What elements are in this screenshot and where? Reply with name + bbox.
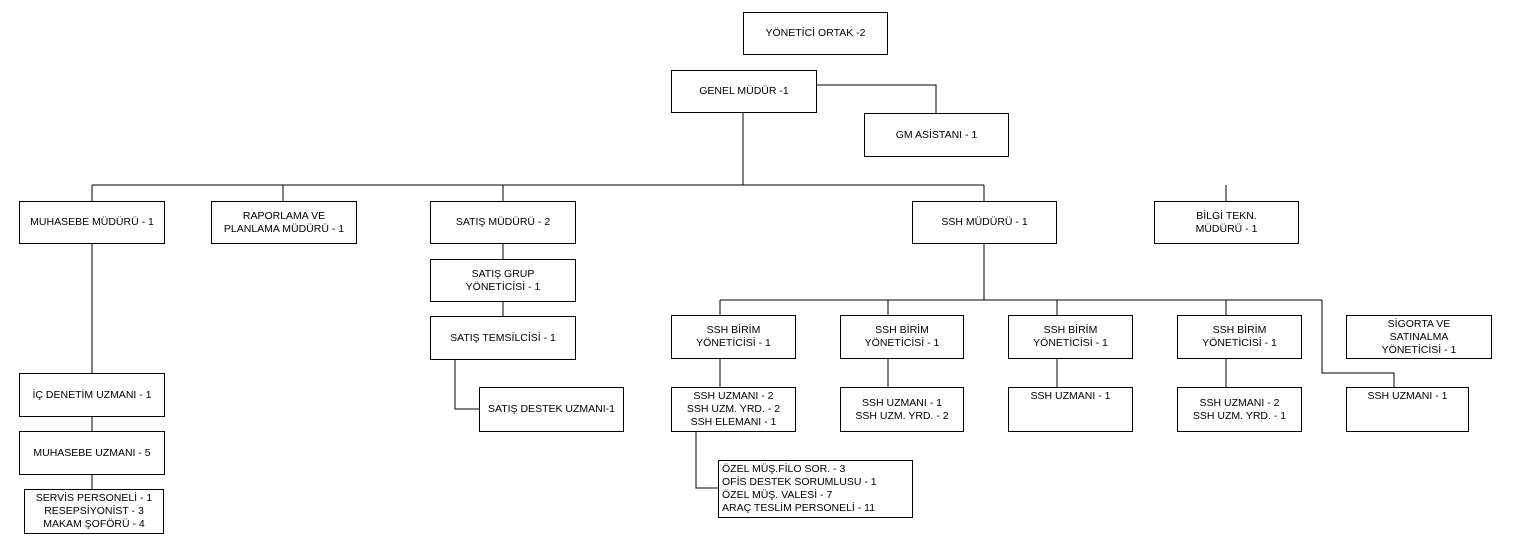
node-line: İÇ DENETİM UZMANI - 1 [32, 388, 152, 401]
node-ssh-uzmani: SSH UZMANI - 1 [1346, 387, 1469, 432]
node-line: MUHASEBE MÜDÜRÜ - 1 [30, 216, 154, 228]
node-ssh-uzmani: SSH UZMANI - 2 SSH UZM. YRD. - 2 SSH ELE… [671, 387, 796, 432]
node-line: SSH UZMANI - 2 [1199, 396, 1280, 409]
node-ozel-musteri: ÖZEL MÜŞ.FİLO SOR. - 3 OFİS DESTEK SORUM… [718, 460, 913, 518]
node-satis-grup: SATIŞ GRUP YÖNETİCİSİ - 1 [430, 259, 576, 302]
node-line: MÜDÜRÜ - 1 [1195, 222, 1258, 235]
node-muhasebe-muduru: MUHASEBE MÜDÜRÜ - 1 [19, 201, 165, 244]
node-line: GENEL MÜDÜR -1 [699, 85, 789, 97]
node-line: RESEPSİYONİST - 3 [44, 505, 144, 517]
node-gm-asistani: GM ASİSTANI - 1 [864, 113, 1009, 157]
node-line: SSH UZMANI - 1 [1367, 390, 1448, 402]
node-satis-muduru: SATIŞ MÜDÜRÜ - 2 [430, 201, 576, 244]
node-line: SİGORTA VE [1387, 317, 1451, 330]
node-line: MAKAM ŞOFÖRÜ - 4 [43, 518, 145, 530]
node-ssh-uzmani: SSH UZMANI - 1 [1008, 387, 1133, 432]
node-line: YÖNETİCİSİ - 1 [864, 337, 940, 349]
node-line: RAPORLAMA VE [242, 209, 326, 222]
node-line: SSH MÜDÜRÜ - 1 [941, 216, 1028, 228]
node-line: MUHASEBE UZMANI - 5 [33, 446, 151, 459]
node-line: YÖNETİCİSİ - 1 [465, 280, 541, 293]
node-ssh-uzmani: SSH UZMANI - 2 SSH UZM. YRD. - 1 [1177, 387, 1302, 432]
node-line: SSH UZM. YRD. - 1 [1192, 409, 1287, 422]
node-line: SSH ELEMANI - 1 [690, 416, 777, 428]
node-line: SSH BİRİM [1212, 324, 1267, 336]
node-line: ARAÇ TESLİM PERSONELİ - 11 [722, 502, 876, 514]
connector-gm-asistan [816, 84, 937, 113]
node-line: ÖZEL MÜŞ.FİLO SOR. - 3 [722, 463, 846, 475]
node-line: SATIŞ MÜDÜRÜ - 2 [455, 216, 551, 228]
node-line: SSH BİRİM [1043, 324, 1098, 336]
node-ssh-birim-yoneticisi: SSH BİRİM YÖNETİCİSİ - 1 [671, 315, 796, 359]
node-line: SATINALMA [1389, 330, 1449, 343]
node-line: YÖNETİCİSİ - 1 [1381, 343, 1457, 356]
node-ssh-muduru: SSH MÜDÜRÜ - 1 [912, 201, 1057, 244]
node-line: SERVİS PERSONELİ - 1 [35, 492, 153, 504]
node-ic-denetim: İÇ DENETİM UZMANI - 1 [19, 373, 165, 417]
node-line: YÖNETİCİSİ - 1 [1033, 337, 1108, 349]
node-satis-destek: SATIŞ DESTEK UZMANI-1 [479, 387, 624, 432]
node-ssh-birim-yoneticisi: SSH BİRİM YÖNETİCİSİ - 1 [840, 315, 964, 359]
node-line: SSH UZM. YRD. - 2 [686, 403, 781, 415]
node-muhasebe-uzmani: MUHASEBE UZMANI - 5 [19, 431, 165, 475]
node-ssh-birim-yoneticisi: SSH BİRİM YÖNETİCİSİ - 1 [1008, 315, 1133, 359]
node-satis-temsilcisi: SATIŞ TEMSİLCİSİ - 1 [430, 316, 576, 360]
node-ssh-birim-yoneticisi: SSH BİRİM YÖNETİCİSİ - 1 [1177, 315, 1302, 359]
node-line: SSH UZMANI - 2 [693, 390, 774, 402]
node-line: SSH UZMANI - 1 [862, 396, 942, 409]
node-sigorta-satinalma: SİGORTA VE SATINALMA YÖNETİCİSİ - 1 [1346, 315, 1492, 359]
node-line: SSH UZMANI - 1 [1030, 390, 1111, 402]
node-line: ÖZEL MÜŞ. VALESİ - 7 [722, 489, 833, 501]
node-line: BİLGİ TEKN. [1196, 209, 1257, 222]
node-line: GM ASİSTANI - 1 [895, 128, 978, 141]
node-line: OFİS DESTEK SORUMLUSU - 1 [722, 476, 877, 488]
node-line: PLANLAMA MÜDÜRÜ - 1 [223, 222, 345, 235]
node-line: YÖNETİCİ ORTAK -2 [765, 27, 866, 39]
node-line: SSH BİRİM [706, 324, 761, 336]
node-line: SSH UZM. YRD. - 2 [855, 409, 949, 422]
node-line: SATIŞ DESTEK UZMANI-1 [488, 403, 615, 415]
node-bilgi-tekn: BİLGİ TEKN. MÜDÜRÜ - 1 [1154, 201, 1299, 244]
node-genel-mudur: GENEL MÜDÜR -1 [671, 70, 817, 113]
node-yonetici-ortak: YÖNETİCİ ORTAK -2 [743, 12, 888, 55]
node-line: SATIŞ GRUP [471, 267, 535, 280]
node-servis-personeli: SERVİS PERSONELİ - 1 RESEPSİYONİST - 3 M… [24, 489, 164, 534]
node-raporlama-planlama: RAPORLAMA VE PLANLAMA MÜDÜRÜ - 1 [211, 201, 357, 244]
node-line: YÖNETİCİSİ - 1 [1202, 337, 1277, 349]
node-line: SATIŞ TEMSİLCİSİ - 1 [450, 331, 556, 344]
node-line: SSH BİRİM [875, 324, 929, 336]
node-ssh-uzmani: SSH UZMANI - 1 SSH UZM. YRD. - 2 [840, 387, 964, 432]
node-line: YÖNETİCİSİ - 1 [696, 337, 771, 349]
